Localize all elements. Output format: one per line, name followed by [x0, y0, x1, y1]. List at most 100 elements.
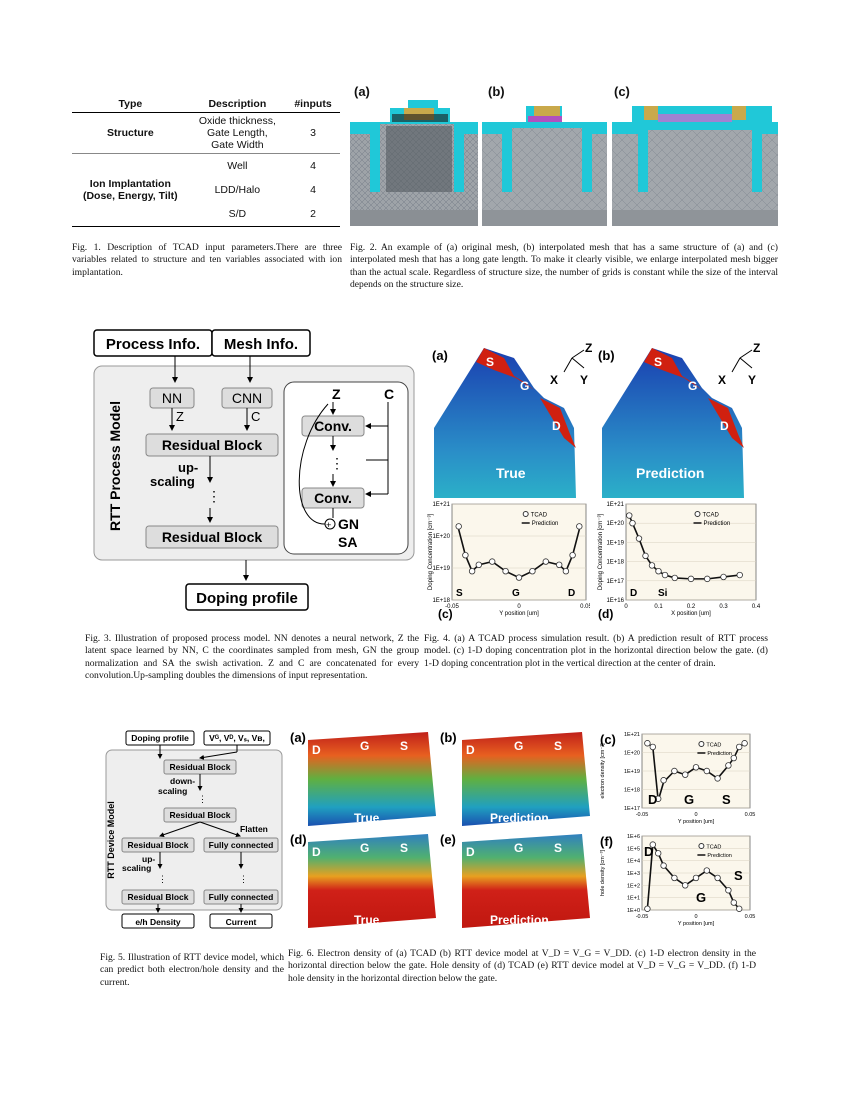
y-tick-label: 1E+19	[432, 566, 450, 572]
x-tick-label: 0.05	[745, 812, 756, 818]
tcad-data-point	[626, 512, 633, 519]
fig1-ion-type: Ion Implantation (Dose, Energy, Tilt)	[72, 154, 189, 227]
eh-density-box	[121, 913, 195, 929]
residual-block-top	[145, 433, 279, 457]
x-axis-label: Y position [um]	[678, 819, 715, 825]
x-axis-label: X position [um]	[671, 611, 711, 617]
tcad-data-point	[687, 575, 695, 583]
tcad-data-point	[488, 558, 496, 565]
tcad-data-point	[576, 523, 583, 530]
fig6-label-a: (a)	[290, 730, 306, 745]
tcad-data-point	[671, 874, 678, 882]
fig6-panel-b: (b) D G S Prediction	[440, 730, 590, 826]
y-tick-label: 1E+2	[627, 883, 640, 889]
current-text: Current	[226, 917, 257, 927]
region-s: S	[654, 355, 662, 369]
tcad-data-point	[681, 882, 689, 889]
residual-block-bottom-text: Residual Block	[162, 529, 263, 545]
tcad-data-point	[515, 574, 523, 581]
tcad-data-point	[730, 899, 737, 906]
tcad-data-point	[692, 874, 700, 882]
tcad-data-point	[720, 573, 727, 581]
tcad-data-point	[542, 558, 549, 565]
fig4-panel-a: S G D True	[434, 348, 576, 498]
fig1-header-inputs: #inputs	[286, 96, 340, 113]
prediction-label: Prediction	[636, 465, 704, 481]
downscaling-label: scaling	[158, 786, 187, 796]
tcad-data-point	[655, 567, 662, 575]
region-label: D	[568, 588, 575, 599]
y-axis-label: hole density [cm⁻³]	[600, 850, 606, 896]
region-s: S	[400, 841, 408, 855]
fig4-axes-a: Z X Y	[550, 341, 592, 387]
y-tick-label: 1E+18	[624, 788, 640, 794]
mesh-info-box	[211, 329, 311, 357]
legend-label-prediction: Prediction	[704, 521, 731, 527]
region-label: G	[684, 792, 694, 807]
gn-text: GN	[338, 516, 359, 532]
fully-connected-text: Fully connected	[209, 840, 274, 850]
fig5-device-diagram: Doping profile Vᴳ, Vᴰ, Vₛ, Vʙ, Residual …	[105, 730, 283, 929]
tcad-data-point	[703, 767, 710, 775]
x-tick-label: -0.05	[445, 604, 459, 610]
region-g: G	[360, 841, 369, 855]
tcad-data-point	[655, 795, 662, 802]
desc-line: Gate Length,	[206, 127, 268, 139]
axis-y-label: Y	[580, 373, 588, 387]
y-tick-label: 1E+20	[624, 751, 640, 757]
region-d: D	[312, 743, 321, 757]
doping-input-text: Doping profile	[131, 733, 189, 743]
plus-sign: +	[326, 520, 331, 530]
device-model-frame	[105, 749, 283, 911]
fig1-header-description: Description	[188, 96, 287, 113]
tcad-data-point	[681, 771, 689, 778]
fig1-header-type: Type	[72, 96, 189, 113]
fig3-caption: Fig. 3. Illustration of proposed process…	[85, 633, 419, 682]
y-tick-label: 1E+6	[627, 834, 640, 840]
tcad-data-point	[649, 743, 656, 751]
fig1-ion-n: 4	[310, 184, 316, 196]
y-tick-label: 1E+21	[606, 502, 624, 508]
y-tick-label: 1E+20	[606, 521, 624, 527]
cnn-text: CNN	[232, 390, 262, 406]
region-label: D	[648, 792, 657, 807]
mesh-info-text: Mesh Info.	[224, 336, 298, 353]
arrow	[199, 751, 238, 760]
downscaling-label: down-	[170, 776, 195, 786]
fig2-mesh-images	[350, 100, 778, 226]
y-axis-label: electron density [cm⁻³]	[600, 743, 606, 799]
inset-z: Z	[332, 386, 341, 402]
nn-text: NN	[162, 390, 182, 406]
fig4-label-b: (b)	[598, 348, 615, 363]
y-tick-label: 1E+20	[432, 534, 450, 540]
fig6-3d-panels: (a) D G S True (b) D G S Prediction (d) …	[290, 730, 590, 928]
inset-c: C	[384, 386, 394, 402]
arrow	[199, 821, 241, 838]
legend-marker-tcad	[522, 511, 529, 517]
region-g: G	[514, 841, 523, 855]
tcad-data-point	[660, 777, 667, 784]
region-d: D	[552, 419, 561, 433]
legend-marker-tcad	[694, 511, 701, 517]
z-label: Z	[176, 409, 184, 424]
region-s: S	[554, 739, 562, 753]
y-tick-label: 1E+17	[624, 806, 640, 812]
region-g: G	[360, 739, 369, 753]
region-label: D	[630, 588, 637, 599]
residual-block-top-text: Residual Block	[162, 437, 263, 453]
fig4-label-d: (d)	[598, 607, 613, 621]
residual-block-text: Residual Block	[170, 810, 231, 820]
fig4-caption: Fig. 4. (a) A TCAD process simulation re…	[424, 633, 768, 669]
region-g: G	[688, 379, 697, 393]
device-model-label: RTT Device Model	[106, 801, 116, 879]
fig2-caption: Fig. 2. An example of (a) original mesh,…	[350, 242, 778, 291]
plot-area	[451, 503, 587, 601]
legend-label-prediction: Prediction	[707, 853, 731, 859]
desc-line: Gate Width	[211, 139, 264, 151]
tcad-data-point	[741, 740, 748, 747]
y-tick-label: 1E+21	[432, 502, 450, 508]
mesh-b	[482, 106, 607, 226]
region-label: S	[722, 792, 731, 807]
